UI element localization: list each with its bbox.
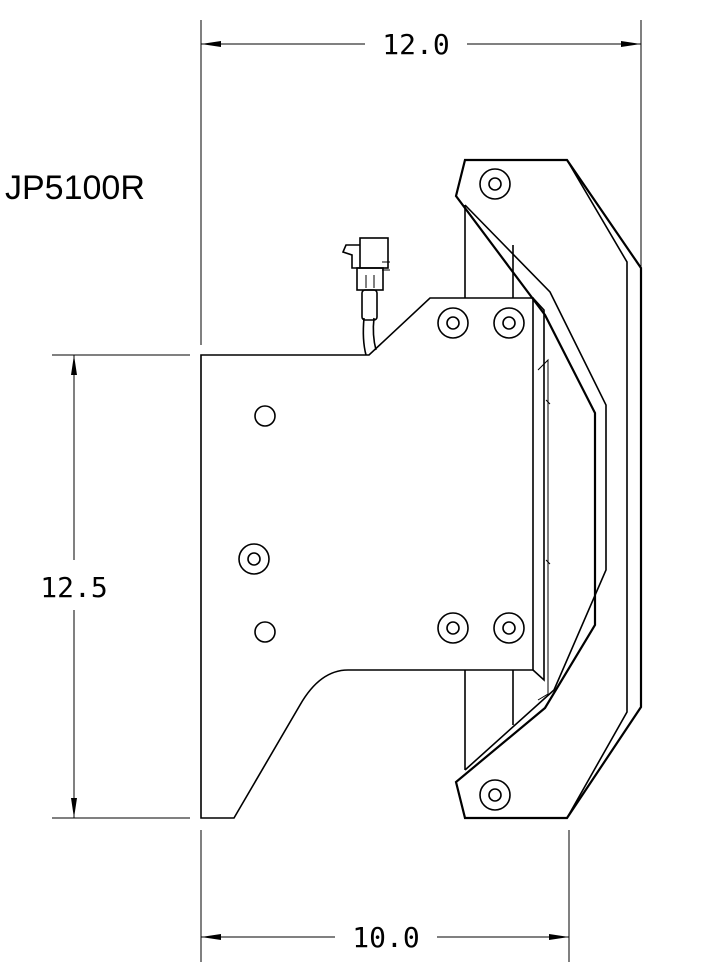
frame-bolt-top <box>479 168 511 200</box>
dimension-text-top: 12.0 <box>382 28 449 61</box>
plate-bolt-top-left <box>437 307 469 339</box>
plate-bolt-middle <box>238 543 270 575</box>
guard-frame-inner <box>566 159 628 819</box>
plate-bolt-bottom-right <box>493 612 525 644</box>
dimension-text-left: 12.5 <box>40 571 107 604</box>
guide-rails <box>464 205 551 770</box>
dimension-bottom: 10.0 <box>200 830 570 962</box>
dimension-text-bottom: 10.0 <box>352 921 419 954</box>
part-number-label: JP5100R <box>5 169 145 207</box>
dimension-top: 12.0 <box>200 20 642 345</box>
plate-hole-lower <box>254 621 276 643</box>
frame-bolt-bottom <box>479 779 511 811</box>
dimension-left: 12.5 <box>40 354 190 819</box>
plate-hole-upper <box>254 405 276 427</box>
guard-frame-outer <box>454 158 643 820</box>
plate-bolt-top-right <box>493 307 525 339</box>
plate-bolt-bottom-left <box>437 612 469 644</box>
guard-frame-inner-bend <box>464 204 607 771</box>
mounting-plate <box>200 297 534 819</box>
cable-connector <box>341 237 390 356</box>
